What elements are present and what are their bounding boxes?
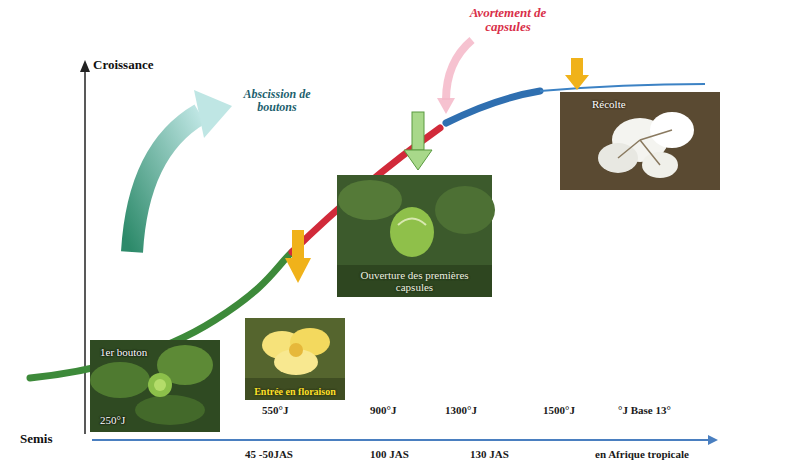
harvest-arrow-head bbox=[565, 75, 589, 90]
event-label: Avortement de capsules bbox=[462, 6, 554, 35]
growth-curve-blue bbox=[446, 91, 540, 123]
harvest-photo bbox=[560, 92, 720, 190]
abortion-arrow bbox=[446, 40, 472, 100]
abortion-arrow-head bbox=[437, 98, 455, 114]
tick-label: 1500°J bbox=[543, 404, 575, 416]
x-axis-head bbox=[708, 435, 718, 445]
photo-box: 1er bouton 250°J bbox=[90, 340, 220, 432]
tick-label: 100 JAS bbox=[370, 448, 409, 460]
abscission-arrow-head bbox=[194, 90, 232, 138]
flowering-arrow-head bbox=[285, 258, 311, 283]
tick-label: 900°J bbox=[370, 404, 396, 416]
tick-label: 45 -50JAS bbox=[245, 448, 293, 460]
bud-photo bbox=[90, 340, 220, 432]
axis-origin: Semis bbox=[20, 432, 53, 446]
photo-box: Entrée en floraison bbox=[245, 318, 345, 400]
harvest-arrow bbox=[571, 58, 583, 76]
tick-label: 550°J bbox=[262, 404, 288, 416]
axis-title: Croissance bbox=[93, 58, 153, 72]
photo-box: Ouverture des premières capsules bbox=[337, 175, 492, 297]
growth-curve-plateau bbox=[540, 84, 705, 91]
stage-caption: Récolte bbox=[592, 98, 626, 110]
opening-arrow-head bbox=[404, 150, 432, 170]
flowering-arrow bbox=[292, 230, 304, 260]
tick-label: 1300°J bbox=[445, 404, 477, 416]
tick-label: 130 JAS bbox=[470, 448, 509, 460]
opening-arrow bbox=[412, 112, 424, 150]
axis-note: en Afrique tropicale bbox=[595, 448, 689, 460]
capsule-photo bbox=[337, 175, 495, 297]
x-axis bbox=[92, 439, 708, 441]
abscission-arrow bbox=[132, 114, 200, 252]
y-axis-head bbox=[80, 60, 90, 72]
photo-box: Récolte bbox=[560, 92, 720, 190]
event-label: Abscission de boutons bbox=[236, 88, 318, 114]
heat-sum: 250°J bbox=[100, 414, 125, 426]
flower-photo bbox=[245, 318, 345, 400]
stage-caption: Entrée en floraison bbox=[254, 386, 336, 397]
stage-caption: 1er bouton bbox=[100, 346, 147, 358]
stage-caption: Ouverture des premières capsules bbox=[345, 269, 484, 293]
y-axis bbox=[84, 70, 86, 434]
axis-unit: °J Base 13° bbox=[618, 404, 671, 416]
